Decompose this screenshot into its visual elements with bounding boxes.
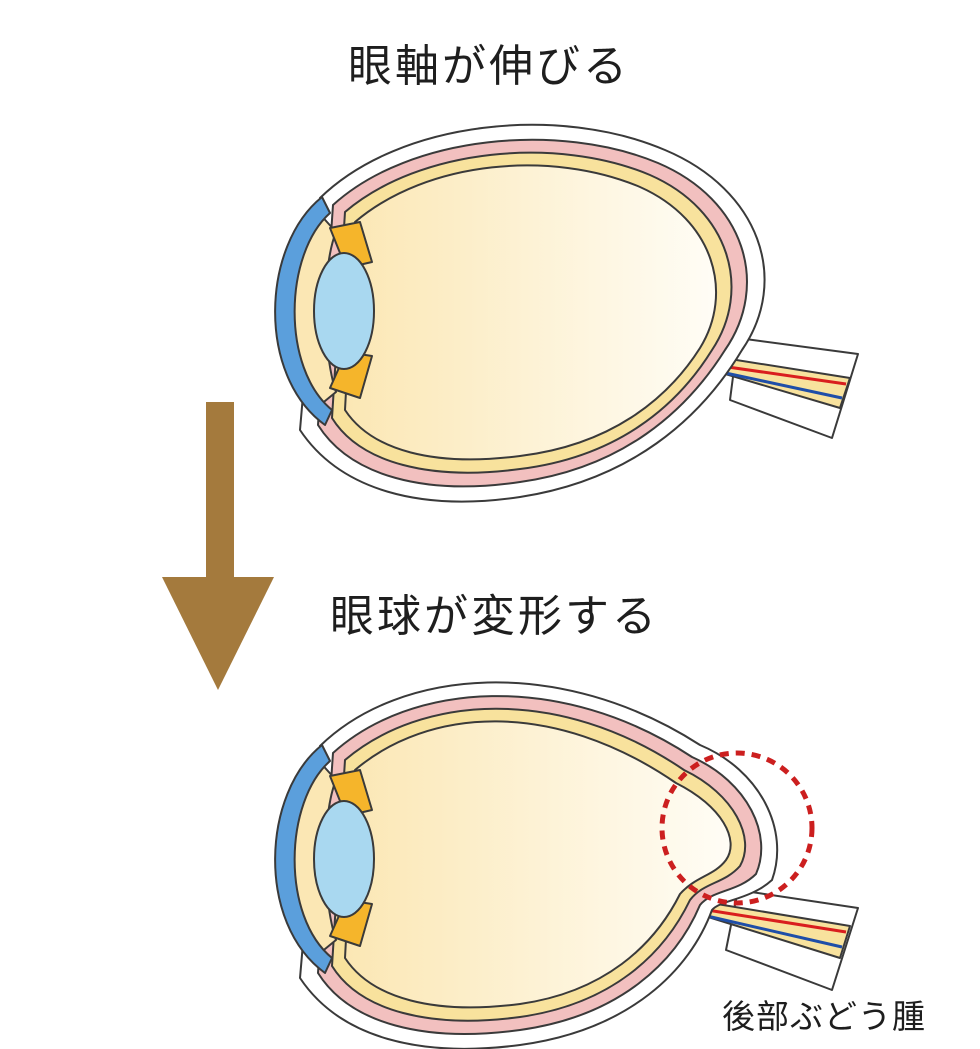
cornea-2 (274, 744, 333, 974)
label-posterior-staphyloma: 後部ぶどう腫 (722, 997, 926, 1036)
eye-elongated (274, 123, 859, 503)
vitreous-body-2 (344, 720, 732, 1009)
title-axial-elongation: 眼軸が伸びる (348, 41, 630, 92)
cornea (274, 196, 333, 426)
crystalline-lens-2 (313, 800, 375, 918)
down-arrow (162, 402, 274, 690)
crystalline-lens (313, 252, 375, 370)
retinal-vein-2 (706, 914, 843, 949)
staphyloma-highlight-circle (659, 750, 815, 906)
title-eyeball-deformation: 眼球が変形する (330, 591, 659, 642)
vitreous-body (344, 164, 717, 461)
retinal-vein (706, 367, 843, 400)
retinal-artery-2 (706, 908, 847, 934)
eye-deformed (274, 681, 859, 1049)
